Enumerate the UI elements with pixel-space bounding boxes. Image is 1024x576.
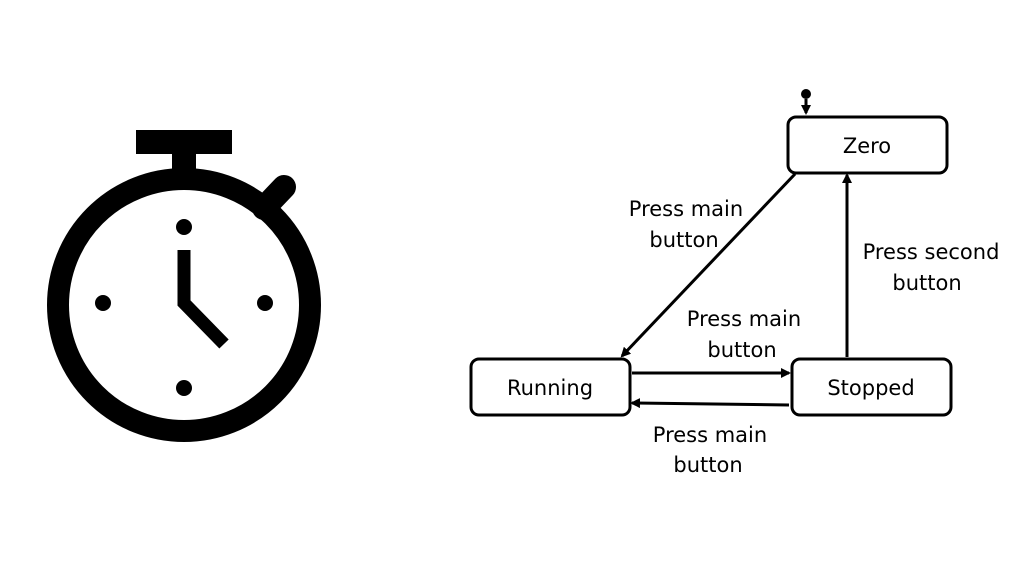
state-zero-label: Zero xyxy=(843,134,891,158)
label-zero-to-running: Press main button xyxy=(629,197,743,252)
state-running-label: Running xyxy=(507,376,593,400)
stopwatch-icon xyxy=(47,130,321,442)
edge-stopped-to-running xyxy=(630,398,790,409)
label-running-to-stopped: Press main button xyxy=(687,307,801,362)
label-stopped-to-running-line2: button xyxy=(673,453,742,477)
label-running-to-stopped-line2: button xyxy=(707,338,776,362)
stopwatch-dot-9 xyxy=(95,295,111,311)
label-stopped-to-running-line1: Press main xyxy=(653,423,767,447)
stopwatch-dot-12 xyxy=(176,219,192,235)
state-running: Running xyxy=(469,357,632,417)
initial-state-marker xyxy=(801,89,811,115)
label-zero-to-running-line2: button xyxy=(649,228,718,252)
state-stopped-box xyxy=(790,357,953,417)
label-stopped-to-running: Press main button xyxy=(653,423,767,477)
stopwatch-dot-3 xyxy=(257,295,273,311)
state-stopped-label: Stopped xyxy=(827,376,914,400)
label-stopped-to-zero-line1: Press second xyxy=(863,240,1000,264)
initial-dot xyxy=(801,89,811,99)
label-running-to-stopped-line1: Press main xyxy=(687,307,801,331)
stopwatch-dot-6 xyxy=(176,380,192,396)
stopwatch-hands xyxy=(177,250,229,349)
state-zero-box xyxy=(786,115,949,175)
label-stopped-to-zero-line2: button xyxy=(892,271,961,295)
state-stopped: Stopped xyxy=(790,357,953,417)
state-zero: Zero xyxy=(786,115,949,175)
stopwatch-ring xyxy=(47,168,321,442)
edge-zero-to-running xyxy=(620,172,797,358)
label-stopped-to-zero: Press second button xyxy=(863,240,1000,295)
state-running-box xyxy=(469,357,632,417)
label-zero-to-running-line1: Press main xyxy=(629,197,743,221)
